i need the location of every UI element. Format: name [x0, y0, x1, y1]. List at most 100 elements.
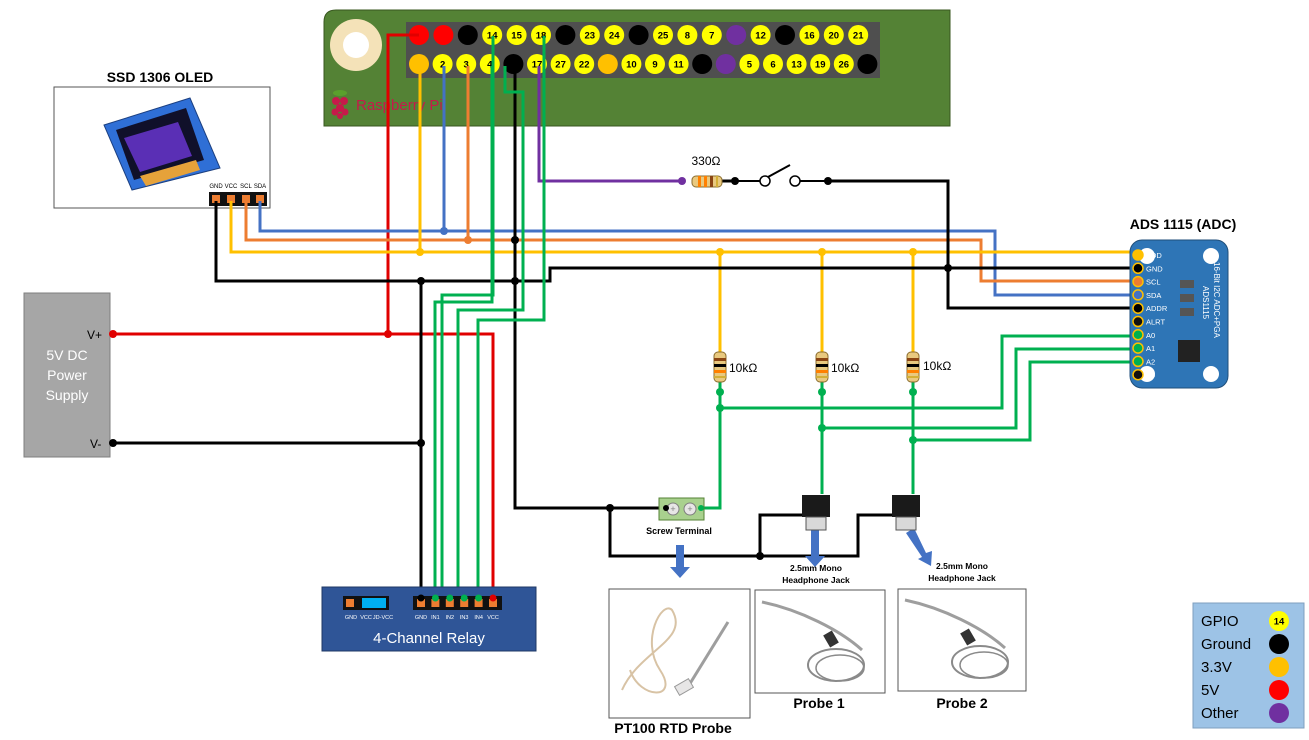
- gpio-pin-label: 25: [658, 31, 669, 42]
- connection-arrows: [670, 528, 932, 578]
- gpio-pin-top-7: [579, 25, 600, 45]
- relay-pin-connection: [431, 594, 439, 602]
- wire-gnd-switch: [828, 179, 1138, 310]
- gpio-pin-label: 9: [652, 60, 657, 71]
- gpio-pin-bottom-12: [692, 54, 713, 74]
- adc-title: ADS 1115 (ADC): [1130, 216, 1237, 232]
- wire-gpio18: [476, 36, 546, 598]
- relay-pin-label: VCC: [487, 615, 499, 621]
- gpio-pin-label: 27: [555, 60, 566, 71]
- probe1-label: Probe 1: [793, 695, 845, 711]
- gpio-pin-label: 21: [853, 31, 864, 42]
- relay-pin-connection: [475, 594, 483, 602]
- gpio-pin-label: 24: [609, 31, 620, 42]
- gpio-pin-top-10: [653, 25, 673, 45]
- gpio-pin-label: 23: [585, 31, 596, 42]
- gpio-pin-label: 15: [511, 31, 522, 42]
- svg-text:+: +: [687, 504, 692, 514]
- legend-swatch-gnd: [1269, 634, 1289, 654]
- gpio-pin-top-8: [604, 25, 625, 45]
- wire-3v3: [229, 66, 422, 254]
- gpio-pin-top-1: [433, 25, 454, 45]
- relay-pin-label: IN4: [474, 615, 483, 621]
- oled-pin-gnd-label: GND: [209, 184, 223, 190]
- adc-module: ADS 1115 (ADC) 16-Bit I2C ADC+PGA ADS111…: [1129, 216, 1237, 389]
- adc-pin-a0: [1132, 329, 1144, 341]
- wire-a0-term: [701, 408, 722, 510]
- jack2-label-line1: 2.5mm Mono: [936, 561, 988, 571]
- wire-sda: [258, 66, 446, 233]
- adc-pin-label: A1: [1146, 344, 1155, 353]
- relay-pin-left-jdvcc: JD-VCC: [373, 615, 393, 621]
- legend-swatch-5v: [1269, 680, 1289, 700]
- gpio-pin-top-2: [457, 25, 478, 45]
- gpio-pin-label: 6: [770, 60, 775, 71]
- wire-scl-adc: [468, 238, 1138, 283]
- relay-pin-connection: [446, 594, 454, 602]
- relay-pin-label: IN1: [431, 615, 440, 621]
- probe-2: Probe 2: [897, 588, 1027, 711]
- gpio-pin-bottom-2: [456, 54, 477, 74]
- gpio-pin-top-4: [506, 25, 527, 45]
- screw-terminal: + + Screw Terminal: [646, 497, 712, 536]
- gpio-pin-label: 13: [791, 60, 802, 71]
- gpio-pin-top-3: [482, 25, 503, 45]
- gpio-pin-top-18: [848, 25, 869, 45]
- gpio-pin-top-16: [799, 25, 820, 45]
- gpio-pin-bottom-3: [479, 54, 500, 74]
- oled-module: SSD 1306 OLED GND VCC SCL SDA: [53, 69, 271, 209]
- adc-pin-sda: [1132, 289, 1144, 301]
- legend-label-other: Other: [1201, 705, 1239, 722]
- wire-gpio15b: [456, 66, 525, 598]
- gpio-pin-bottom-10: [645, 54, 665, 74]
- gpio-pin-label: 12: [755, 31, 766, 42]
- svg-text:+: +: [670, 504, 675, 514]
- gpio-pin-bottom-16: [786, 54, 807, 74]
- legend-swatch-3v3: [1269, 657, 1289, 677]
- gpio-pin-top-15: [775, 25, 795, 45]
- adc-pin-label: A2: [1146, 357, 1155, 366]
- relay-pin-vcc: [489, 599, 497, 607]
- relay-pin-connection: [460, 594, 468, 602]
- relay-pin-left-gnd: GND: [345, 615, 357, 621]
- legend-sample-label: 14: [1274, 617, 1285, 628]
- resistor-10k-1: 10kΩ: [713, 351, 757, 383]
- legend-swatch-gpio: [1269, 611, 1289, 631]
- adc-pin-label: GND: [1146, 264, 1163, 273]
- probe-1: Probe 1: [754, 589, 886, 711]
- wire-gnd-pi: [513, 66, 666, 510]
- power-supply-label-line3: Supply: [46, 387, 89, 403]
- wire-5v: [113, 33, 419, 336]
- pt100-probe: PT100 RTD Probe: [608, 588, 751, 736]
- gpio-pin-bottom-8: [597, 54, 618, 74]
- probe2-label: Probe 2: [936, 695, 988, 711]
- legend-label-gpio: GPIO: [1201, 613, 1239, 630]
- gpio-pin-label: 20: [829, 31, 840, 42]
- jack1-label-line2: Headphone Jack: [782, 575, 850, 585]
- gpio-pin-label: 5: [747, 60, 753, 71]
- gpio-pin-label: 8: [685, 31, 690, 42]
- pt100-label: PT100 RTD Probe: [614, 720, 732, 735]
- wire-button-signal: [537, 66, 682, 183]
- legend-label-5v: 5V: [1201, 682, 1219, 699]
- gpio-pin-bottom-9: [621, 54, 642, 74]
- relay-pin-in3: [460, 599, 469, 607]
- wire-gnd-terminal: [608, 508, 892, 558]
- adc-pin-a3: [1132, 368, 1144, 381]
- power-supply-label-line2: Power: [47, 367, 87, 383]
- power-supply-label-line1: 5V DC: [46, 347, 87, 363]
- gpio-pin-bottom-1: [432, 54, 453, 74]
- vplus-label: V+: [87, 328, 102, 342]
- gpio-pin-label: 18: [536, 31, 547, 42]
- raspberry-pi-logo-icon: [331, 90, 349, 119]
- gpio-pin-bottom-4: [503, 54, 524, 74]
- relay-pin-label: IN3: [460, 615, 469, 621]
- gpio-pin-label: 26: [839, 60, 850, 71]
- gpio-pin-top-17: [823, 25, 844, 45]
- gpio-pin-top-14: [750, 25, 771, 45]
- arrow-probe2-icon: [906, 528, 932, 566]
